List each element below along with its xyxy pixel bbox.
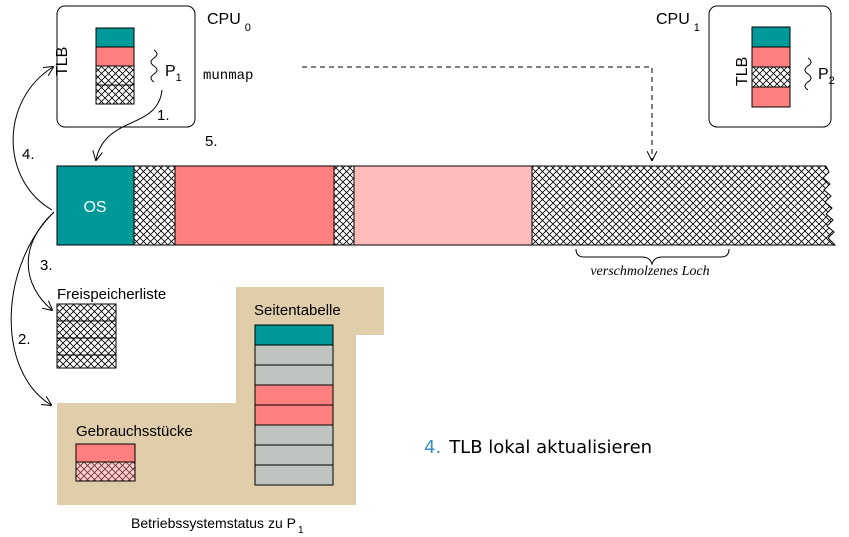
cpu1-sub: 1	[694, 22, 700, 34]
cpu0-thread-icon	[150, 49, 158, 83]
pagetable-entry-1	[254, 324, 334, 346]
pagetable-entry-5	[254, 404, 334, 426]
cpu1-tlb-entry-3	[751, 66, 791, 88]
cpu1-label: CPU	[656, 11, 690, 28]
cpu0-tlb-entry-1	[95, 27, 135, 48]
cpu1-process: P	[818, 66, 829, 83]
step-2-label: 2.	[18, 331, 31, 348]
current-step-text: TLB lokal aktualisieren	[448, 437, 652, 458]
memory-merged-hole	[531, 165, 837, 246]
arrow-step-1	[96, 89, 163, 160]
svg-text:Betriebssystemstatus zu P1: Betriebssystemstatus zu P1	[131, 515, 304, 536]
pagetable-entry-2	[254, 344, 334, 366]
cpu1-tlb-entry-4	[751, 86, 791, 108]
pagetable-entry-8	[254, 464, 334, 486]
os-state-caption-sub: 1	[298, 525, 304, 536]
pagetable-entry-6	[254, 424, 334, 446]
current-step-number: 4.	[424, 437, 441, 458]
memory-segment-pink	[353, 165, 533, 246]
cpu0-label: CPU	[207, 11, 241, 28]
step-1-label: 1.	[157, 107, 170, 124]
used-title: Gebrauchsstücke	[76, 423, 193, 440]
freelist-title: Freispeicherliste	[57, 286, 166, 303]
step-3-label: 3.	[40, 257, 53, 274]
memory-bar: OS	[56, 165, 837, 246]
cpu0-box: TLB P1	[54, 5, 196, 128]
freelist-entry-1	[56, 303, 117, 322]
arrow-step-4	[12, 67, 53, 211]
cpu0-tlb-entry-4	[95, 84, 135, 105]
freelist-stack	[56, 303, 117, 369]
pagetable-stack	[254, 324, 334, 486]
cpu1-tlb-entry-1	[751, 26, 791, 48]
memory-os-label: OS	[83, 199, 106, 216]
cpu0-process: P	[165, 63, 176, 80]
step-5-label: 5.	[205, 133, 218, 150]
cpu0-process-sub: 1	[176, 72, 182, 84]
cpu1-tlb-label: TLB	[734, 57, 751, 86]
cpu0-tlb-entry-3	[95, 65, 135, 86]
syscall-label: munmap	[203, 68, 253, 84]
os-state-caption: Betriebssystemstatus zu P	[131, 515, 296, 531]
memory-hole-2	[333, 165, 355, 246]
pagetable-entry-4	[254, 384, 334, 406]
freelist-entry-2	[56, 320, 117, 339]
cpu1-process-sub: 2	[829, 75, 835, 87]
cpu0-tlb-entry-2	[95, 46, 135, 67]
step-4-label: 4.	[22, 146, 35, 163]
svg-text:P2: P2	[818, 66, 835, 87]
used-entry-1	[75, 443, 136, 463]
merged-hole-label: verschmolzenes Loch	[590, 264, 709, 279]
cpu1-tlb-entry-2	[751, 46, 791, 68]
pagetable-entry-3	[254, 364, 334, 386]
merged-hole-brace	[575, 248, 730, 266]
pagetable-title: Seitentabelle	[254, 302, 341, 319]
freelist-entry-4	[56, 354, 117, 369]
used-stack	[75, 443, 136, 482]
pagetable-entry-7	[254, 444, 334, 466]
cpu0-tlb-label: TLB	[54, 47, 71, 76]
arrow-step-2	[10, 211, 55, 405]
used-entry-2	[75, 461, 136, 482]
cpu1-thread-icon	[804, 57, 812, 91]
memory-segment-red	[174, 165, 335, 246]
cpu1-box: TLB P2	[708, 5, 835, 128]
freelist-entry-3	[56, 337, 117, 356]
memory-hole-1	[133, 165, 176, 246]
svg-text:4.TLB lokal aktualisieren: 4. TLB lokal aktualisieren	[424, 437, 652, 458]
cpu0-sub: 0	[245, 22, 251, 34]
munmap-dashed-arrow	[302, 66, 652, 160]
svg-text:P1: P1	[165, 63, 182, 84]
